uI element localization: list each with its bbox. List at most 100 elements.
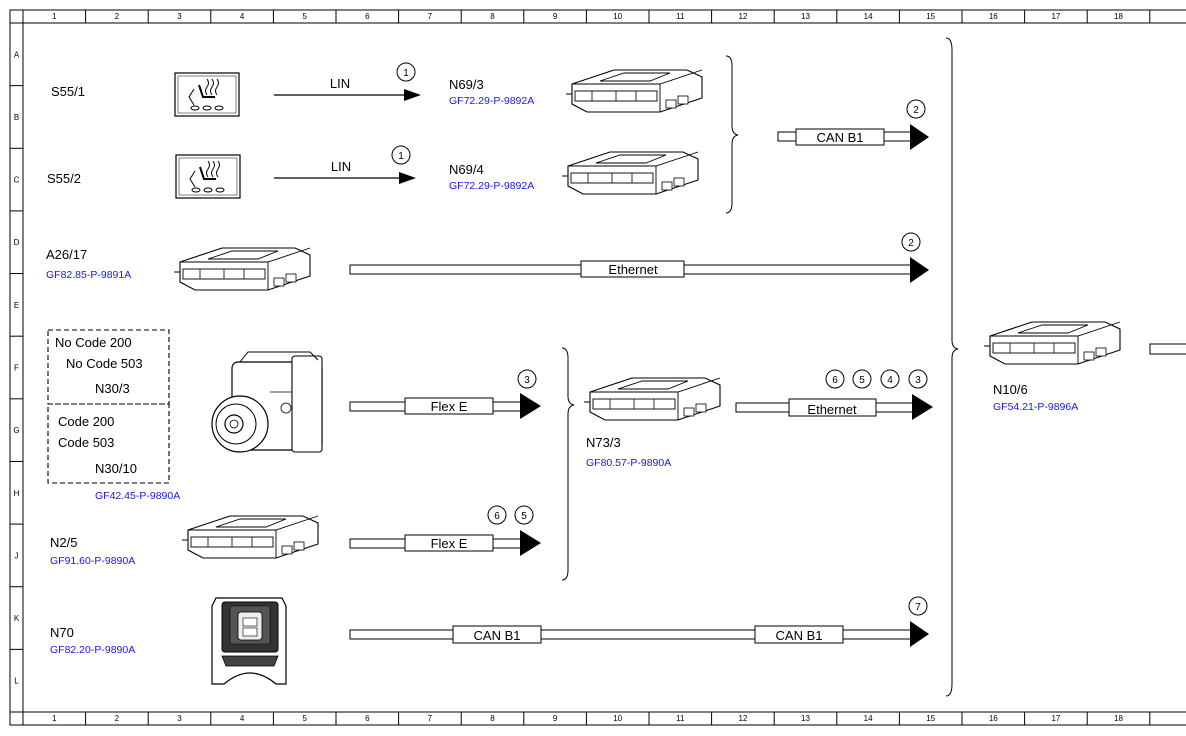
grid-column-label: 4 [240, 12, 245, 21]
grid-row-label: E [14, 301, 19, 310]
variant-condition: Code 503 [58, 435, 114, 450]
group-brace [945, 37, 959, 697]
grid-column-label: 8 [490, 714, 495, 723]
reference-link[interactable]: GF42.45-P-9890A [95, 490, 180, 502]
frame [9, 9, 1186, 726]
grid-column-label: 11 [676, 12, 685, 21]
grid-column-label: 18 [1114, 12, 1123, 21]
seat-switch-s55-1: S55/1 [51, 72, 240, 117]
control-unit-n10-6: N10/6 GF54.21-P-9896A [983, 321, 1186, 413]
bus-label: Ethernet [807, 402, 857, 417]
reference-link[interactable]: GF72.29-P-9892A [449, 180, 534, 192]
grid-row-label: K [14, 614, 20, 623]
component-label: N2/5 [50, 535, 77, 550]
marker-number: 3 [524, 375, 530, 386]
bus-label: Ethernet [608, 262, 658, 277]
component-label: N30/3 [95, 381, 130, 396]
grid-column-label: 17 [1051, 12, 1060, 21]
grid-column-label: 2 [115, 714, 120, 723]
grid-column-label: 5 [302, 714, 307, 723]
seat-heater-switch-icon [175, 154, 241, 199]
grid-column-label: 2 [115, 12, 120, 21]
control-unit-n73-3: N73/3 GF80.57-P-9890A [583, 377, 721, 469]
seat-switch-s55-2: S55/2 [47, 154, 241, 199]
marker-number: 1 [398, 151, 404, 162]
grid-column-label: 5 [302, 12, 307, 21]
bus-label: Flex E [431, 399, 468, 414]
grid-column-label: 13 [801, 714, 810, 723]
control-unit-n70: N70 GF82.20-P-9890A [50, 597, 287, 685]
group-brace [561, 347, 575, 581]
bus-label: CAN B1 [776, 628, 823, 643]
control-unit-icon [561, 151, 699, 195]
flex-e-connection-n30: Flex E 3 [349, 369, 541, 419]
bus-label: CAN B1 [474, 628, 521, 643]
grid-column-label: 16 [989, 12, 998, 21]
grid-column-label: 17 [1051, 714, 1060, 723]
grid-row-label: B [14, 113, 19, 122]
lin-connection-1: LIN 1 [274, 62, 421, 101]
grid-column-label: 14 [864, 12, 873, 21]
continuation-line [1149, 343, 1186, 355]
grid-row-label: A [14, 50, 20, 59]
marker-number: 2 [908, 238, 914, 249]
marker-number: 4 [887, 375, 893, 386]
variant-box-n30-10: Code 200 Code 503 N30/10 [47, 403, 170, 484]
reference-link[interactable]: GF82.85-P-9891A [46, 269, 131, 281]
marker-number: 5 [521, 511, 527, 522]
grid-column-label: 14 [864, 714, 873, 723]
control-unit-n2-5: N2/5 GF91.60-P-9890A [50, 515, 319, 567]
grid-row-label: D [14, 238, 20, 247]
reference-link[interactable]: GF82.20-P-9890A [50, 644, 135, 656]
grid-row-label: H [14, 489, 20, 498]
control-unit-n69-4: N69/4 GF72.29-P-9892A [449, 151, 699, 195]
reference-link[interactable]: GF72.29-P-9892A [449, 95, 534, 107]
variant-condition: No Code 200 [55, 335, 132, 350]
control-unit-icon [181, 515, 319, 559]
grid-column-label: 10 [613, 714, 622, 723]
marker-number: 5 [859, 375, 865, 386]
grid-column-label: 8 [490, 12, 495, 21]
marker-number: 1 [403, 68, 409, 79]
component-label: S55/2 [47, 171, 81, 186]
reference-link[interactable]: GF91.60-P-9890A [50, 555, 135, 567]
grid-row-label: F [14, 364, 19, 373]
grid-column-label: 3 [177, 714, 182, 723]
control-unit-a26-17: A26/17 GF82.85-P-9891A [46, 247, 311, 291]
control-unit-icon [583, 377, 721, 421]
flex-e-connection-n2: Flex E 6 5 [349, 505, 541, 556]
can-b1-connection-n70: CAN B1 CAN B1 7 [349, 596, 929, 647]
grid-column-label: 6 [365, 12, 370, 21]
grid-column-label: 18 [1114, 714, 1123, 723]
grid-column-label: 15 [926, 714, 935, 723]
control-unit-icon [565, 69, 703, 113]
component-label: N73/3 [586, 435, 621, 450]
marker-number: 3 [915, 375, 921, 386]
abs-esp-control-unit-icon [211, 351, 323, 453]
bus-label: LIN [331, 159, 351, 174]
component-label: A26/17 [46, 247, 87, 262]
grid-column-label: 10 [613, 12, 622, 21]
ethernet-connection-n73: Ethernet 6 5 4 3 [735, 369, 933, 420]
marker-number: 2 [913, 105, 919, 116]
reference-link[interactable]: GF54.21-P-9896A [993, 401, 1078, 413]
reference-link[interactable]: GF80.57-P-9890A [586, 457, 671, 469]
lin-connection-2: LIN 1 [274, 145, 416, 184]
overhead-control-panel-icon [211, 597, 287, 685]
marker-number: 7 [915, 602, 921, 613]
grid-column-label: 7 [428, 12, 433, 21]
control-unit-icon [983, 321, 1121, 365]
ethernet-connection-a26: Ethernet 2 [349, 232, 929, 283]
grid-column-label: 1 [52, 12, 57, 21]
bus-label: Flex E [431, 536, 468, 551]
grid-column-label: 13 [801, 12, 810, 21]
grid-column-label: 7 [428, 714, 433, 723]
component-label: N10/6 [993, 382, 1028, 397]
marker-number: 6 [832, 375, 838, 386]
variant-box-n30-3: No Code 200 No Code 503 N30/3 [47, 329, 170, 405]
group-brace [725, 55, 739, 214]
seat-heater-switch-icon [174, 72, 240, 117]
grid-column-label: 9 [553, 12, 558, 21]
